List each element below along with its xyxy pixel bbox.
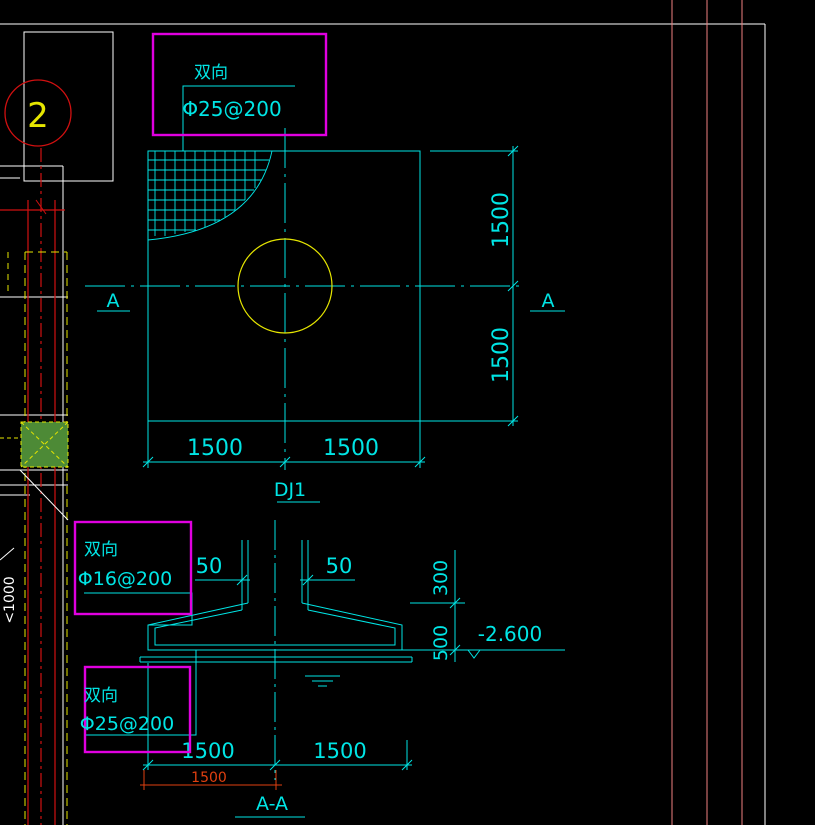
height-bottom: 500 bbox=[430, 625, 452, 661]
green-highlight bbox=[0, 421, 69, 468]
left-structure bbox=[0, 31, 114, 825]
callout-top-line1: 双向 bbox=[194, 63, 228, 83]
section-mark-right: A bbox=[542, 290, 555, 312]
column-outline bbox=[237, 238, 333, 334]
callout-section-lower: 双向 Φ25@200 bbox=[80, 665, 192, 754]
dim-red: 1500 bbox=[191, 770, 227, 786]
plan-dim-texts: 1500 1500 1500 1500 A A DJ1 bbox=[107, 192, 555, 501]
dim-plan-vertical-top: 1500 bbox=[489, 192, 514, 248]
left-strip-label: <1000 bbox=[2, 576, 18, 623]
elevation-label: -2.600 bbox=[478, 622, 542, 646]
dim-plan-horizontal-right: 1500 bbox=[323, 436, 379, 461]
foundation-plan bbox=[85, 85, 520, 470]
section-view bbox=[84, 520, 565, 818]
callout-lower-line2: Φ25@200 bbox=[80, 713, 174, 735]
axis-label: 2 bbox=[27, 96, 49, 136]
dim-plan-vertical-bottom: 1500 bbox=[489, 327, 514, 383]
callout-lower-line1: 双向 bbox=[84, 686, 118, 706]
dim-section-right: 1500 bbox=[313, 739, 366, 763]
section-title: A-A bbox=[256, 793, 288, 815]
callout-top-line2: Φ25@200 bbox=[182, 97, 281, 121]
section-mark-left: A bbox=[107, 290, 120, 312]
plan-dimensions bbox=[97, 145, 565, 503]
plan-title: DJ1 bbox=[274, 479, 306, 501]
drawing-frame bbox=[0, 0, 766, 825]
offset-left: 50 bbox=[196, 554, 223, 578]
height-top: 300 bbox=[430, 560, 452, 596]
axis-bubble: 2 bbox=[4, 79, 72, 147]
callout-top: 双向 Φ25@200 bbox=[151, 32, 328, 137]
callout-upper-line1: 双向 bbox=[84, 540, 118, 560]
callout-upper-line2: Φ16@200 bbox=[78, 568, 172, 590]
callout-section-upper: 双向 Φ16@200 bbox=[73, 520, 193, 616]
offset-right: 50 bbox=[326, 554, 353, 578]
red-dimension: 1500 bbox=[140, 770, 282, 790]
section-dim-texts: 50 50 300 500 -2.600 1500 1500 A-A bbox=[181, 554, 542, 815]
dim-plan-horizontal-left: 1500 bbox=[187, 436, 243, 461]
rebar-mesh bbox=[147, 150, 273, 241]
